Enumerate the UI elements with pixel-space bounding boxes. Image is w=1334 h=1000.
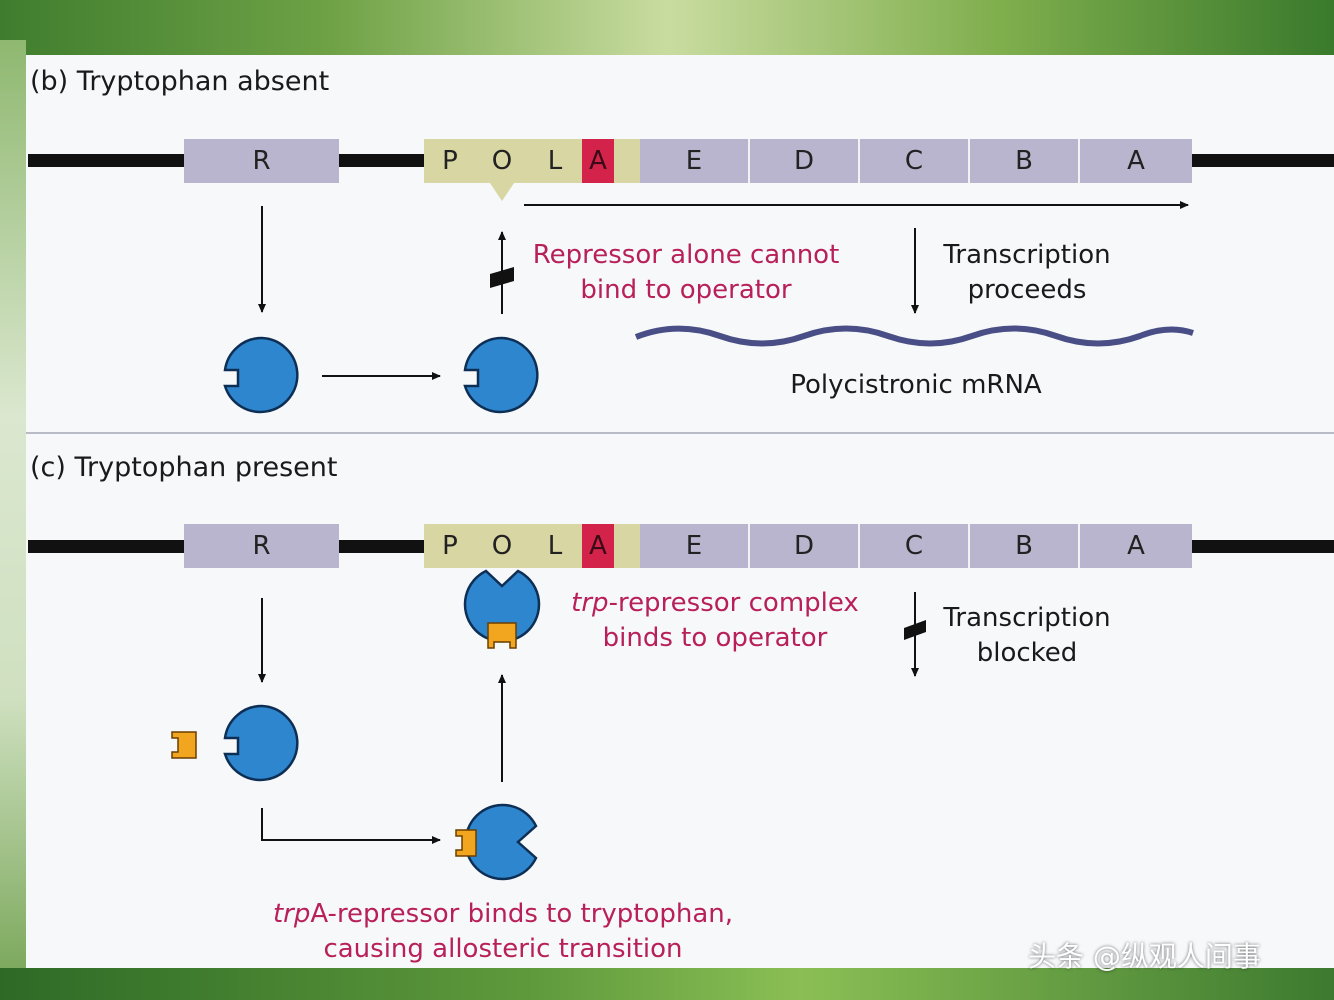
tryptophan-icon	[171, 731, 197, 759]
transcription-blocked-note: Transcription blocked	[930, 601, 1124, 671]
regulatory-gene-r: R	[184, 139, 339, 183]
background-left	[0, 40, 26, 980]
gene-c: C	[860, 139, 970, 183]
repressor-icon	[463, 336, 539, 414]
complex-note-italic: trp	[571, 588, 609, 618]
panel-divider	[26, 432, 1334, 434]
diagram-panel	[26, 55, 1334, 968]
transcription-note-line1: Transcription	[943, 240, 1111, 270]
block-mark	[490, 267, 514, 288]
operator-region: O	[476, 139, 528, 183]
dna-strand	[338, 540, 426, 553]
mrna-wave	[634, 325, 1194, 347]
transcription-note-line1: Transcription	[943, 603, 1111, 633]
tryptophan-icon	[455, 829, 477, 857]
background-bottom	[0, 968, 1334, 1000]
mrna-label: Polycistronic mRNA	[790, 370, 1042, 400]
dna-strand	[338, 154, 426, 167]
complex-note-line1: trp-repressor complex	[556, 586, 874, 621]
repressor-icon	[223, 704, 299, 782]
transcription-note-line2: blocked	[976, 638, 1078, 668]
background-top	[0, 0, 1334, 60]
gene-d: D	[750, 139, 860, 183]
promoter-region: P	[424, 524, 476, 568]
bind-note-italic: trp	[272, 899, 311, 929]
gene-a: A	[1080, 524, 1192, 568]
spacer-region	[614, 524, 640, 568]
promoter-region: P	[424, 139, 476, 183]
watermark: 头条 @纵观人间事	[1028, 940, 1261, 973]
dna-strand	[28, 540, 186, 553]
gene-d: D	[750, 524, 860, 568]
regulatory-gene-r: R	[184, 524, 339, 568]
transcription-proceeds-note: Transcription proceeds	[930, 238, 1124, 308]
complex-note: trp-repressor complex binds to operator	[556, 586, 874, 656]
attenuator-region: A	[582, 139, 614, 183]
block-mark	[904, 620, 926, 640]
bind-note-line2: causing allosteric transition	[323, 934, 683, 964]
attenuator-region: A	[582, 524, 614, 568]
panel-c-heading: (c) Tryptophan present	[30, 452, 338, 483]
transcription-note-line2: proceeds	[967, 275, 1087, 305]
gene-e: E	[640, 524, 750, 568]
bind-note-rest: A-repressor binds to tryptophan,	[310, 899, 734, 929]
repressor-note-line1: Repressor alone cannot	[532, 240, 840, 270]
operator-pointer	[490, 183, 514, 201]
bind-note: trpA-repressor binds to tryptophan, caus…	[250, 897, 756, 967]
leader-region: L	[528, 139, 582, 183]
panel-b-heading: (b) Tryptophan absent	[30, 66, 330, 97]
dna-strand	[28, 154, 186, 167]
gene-b: B	[970, 139, 1080, 183]
gene-e: E	[640, 139, 750, 183]
arrow-to-bound-repressor	[261, 808, 441, 844]
repressor-note-line2: bind to operator	[580, 275, 792, 305]
bind-note-line1: trpA-repressor binds to tryptophan,	[250, 897, 756, 932]
gene-b: B	[970, 524, 1080, 568]
complex-note-rest: -repressor complex	[608, 588, 859, 618]
gene-a: A	[1080, 139, 1192, 183]
leader-region: L	[528, 524, 582, 568]
spacer-region	[614, 139, 640, 183]
gene-c: C	[860, 524, 970, 568]
dna-strand	[1190, 540, 1334, 553]
repressor-note: Repressor alone cannot bind to operator	[520, 238, 852, 308]
repressor-icon	[223, 336, 299, 414]
tryptophan-icon	[487, 622, 517, 649]
dna-strand	[1190, 154, 1334, 167]
operator-region: O	[476, 524, 528, 568]
complex-note-line2: binds to operator	[602, 623, 828, 653]
